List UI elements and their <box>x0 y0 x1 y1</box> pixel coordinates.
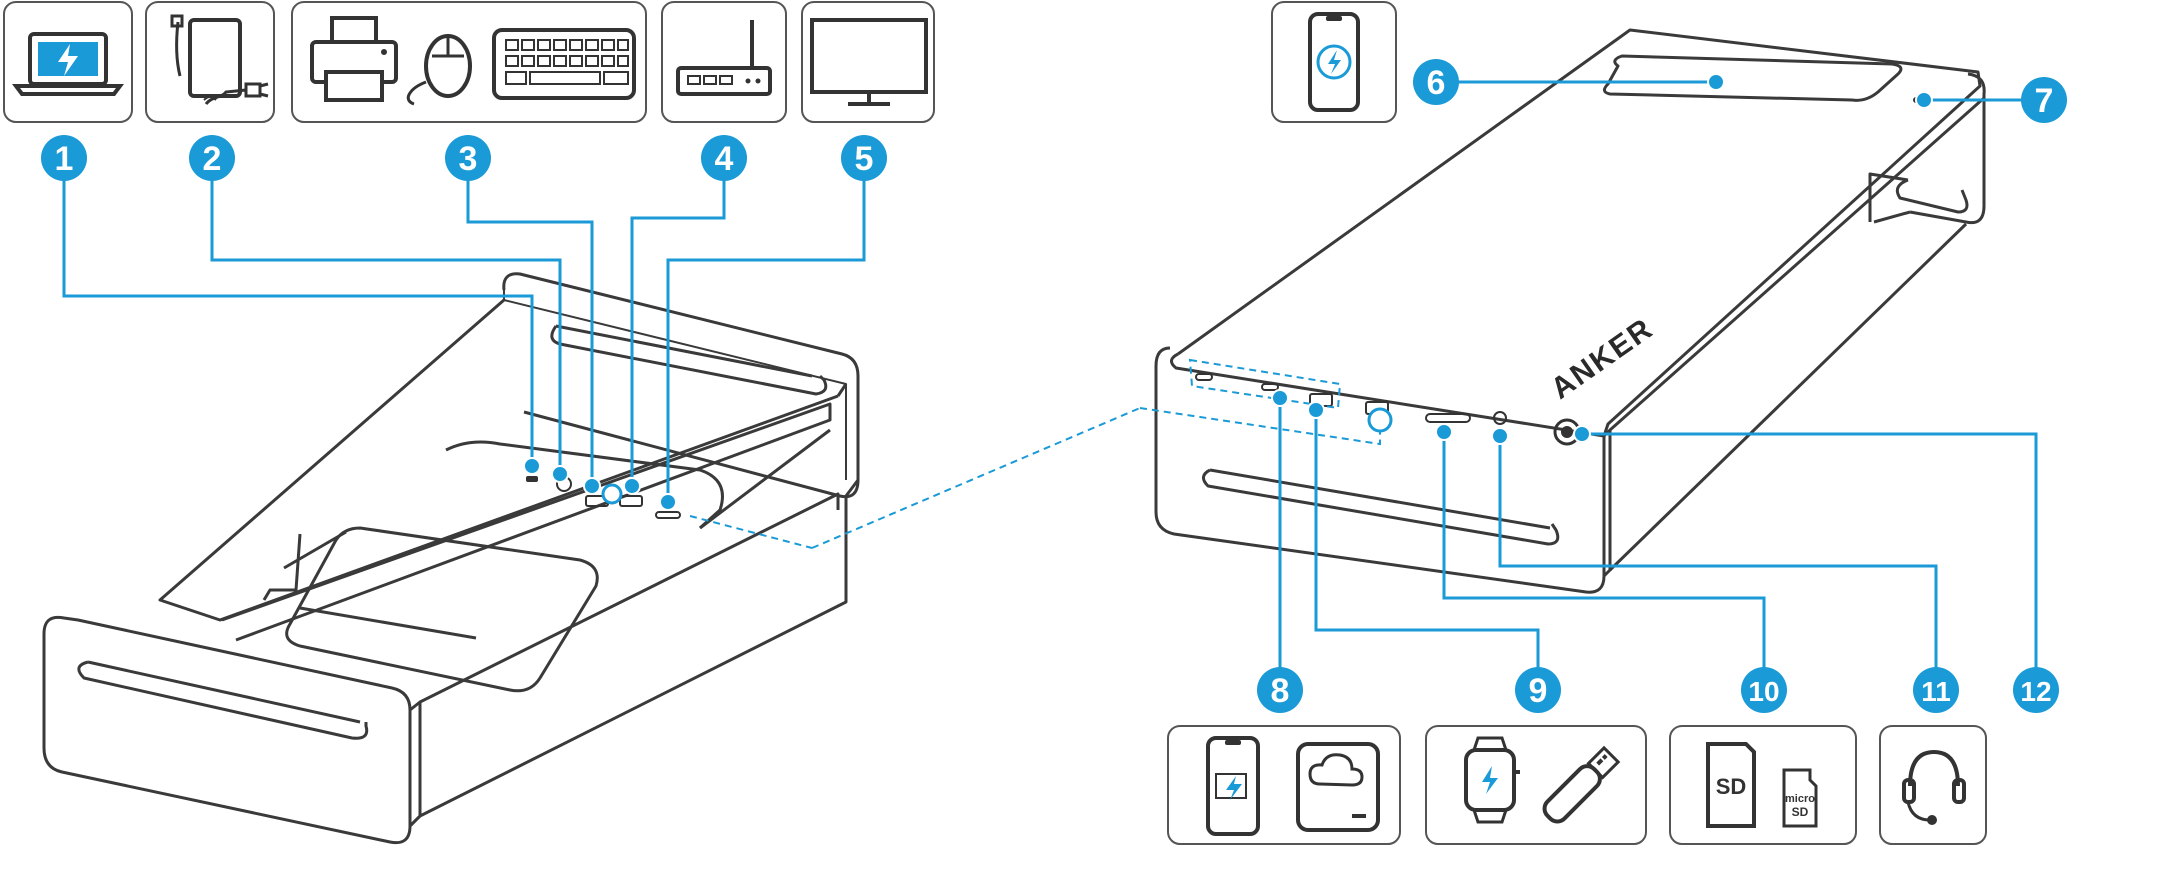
badge-7-number: 7 <box>2035 82 2054 120</box>
callout-lines <box>62 80 2038 688</box>
badge-11-number: 11 <box>1921 676 1951 707</box>
badge-6: 6 <box>1413 59 1459 105</box>
badge-12-number: 12 <box>2020 676 2051 707</box>
card-8 <box>1167 725 1401 845</box>
power-adapter-icon <box>170 14 269 106</box>
badge-9-number: 9 <box>1529 672 1548 710</box>
badge-4: 4 <box>701 135 747 181</box>
badge-1: 1 <box>41 135 87 181</box>
badge-5-number: 5 <box>855 140 874 178</box>
callout-dots <box>523 73 1933 511</box>
badge-8: 8 <box>1257 667 1303 713</box>
smartwatch-icon <box>1464 736 1520 824</box>
badge-12: 12 <box>2013 667 2059 713</box>
card-9 <box>1425 725 1647 845</box>
badge-1-number: 1 <box>55 140 74 178</box>
badge-8-number: 8 <box>1271 672 1290 710</box>
badge-2: 2 <box>189 135 235 181</box>
monitor-icon <box>810 18 928 106</box>
badge-10: 10 <box>1741 667 1787 713</box>
badge-10-number: 10 <box>1748 676 1779 707</box>
card-2 <box>145 1 275 123</box>
badge-9: 9 <box>1515 667 1561 713</box>
laptop-charging-icon <box>12 32 124 96</box>
badge-7: 7 <box>2021 77 2067 123</box>
badge-2-number: 2 <box>203 140 222 178</box>
headset-icon <box>1902 749 1966 825</box>
stand-back-view <box>42 272 860 845</box>
stand-front-view <box>1154 28 1986 594</box>
sd-card-icon: SD <box>1706 742 1756 828</box>
badge-6-number: 6 <box>1427 64 1446 102</box>
microsd-label-line1: micro <box>1785 793 1815 805</box>
card-5 <box>801 1 935 123</box>
badge-3: 3 <box>445 135 491 181</box>
card-4 <box>661 1 787 123</box>
phone-charging-icon <box>1206 736 1260 836</box>
printer-icon <box>310 16 398 102</box>
zoom-circles <box>601 407 1393 505</box>
external-drive-icon <box>1296 742 1380 832</box>
mouse-icon <box>406 34 472 106</box>
microsd-card-icon: micro SD <box>1782 768 1818 828</box>
card-6 <box>1271 1 1397 123</box>
sd-label: SD <box>1716 774 1747 799</box>
card-11 <box>1879 725 1987 845</box>
card-10: SD micro SD <box>1669 725 1857 845</box>
badge-5: 5 <box>841 135 887 181</box>
badge-4-number: 4 <box>715 140 734 178</box>
card-3 <box>291 1 647 123</box>
router-icon <box>676 20 772 96</box>
card-1 <box>3 1 133 123</box>
microsd-label-line2: SD <box>1792 805 1809 819</box>
phone-wireless-charging-icon <box>1308 12 1360 112</box>
keyboard-icon <box>492 28 636 100</box>
zoom-connector <box>689 358 1381 549</box>
badge-11: 11 <box>1913 667 1959 713</box>
badge-3-number: 3 <box>459 140 478 178</box>
